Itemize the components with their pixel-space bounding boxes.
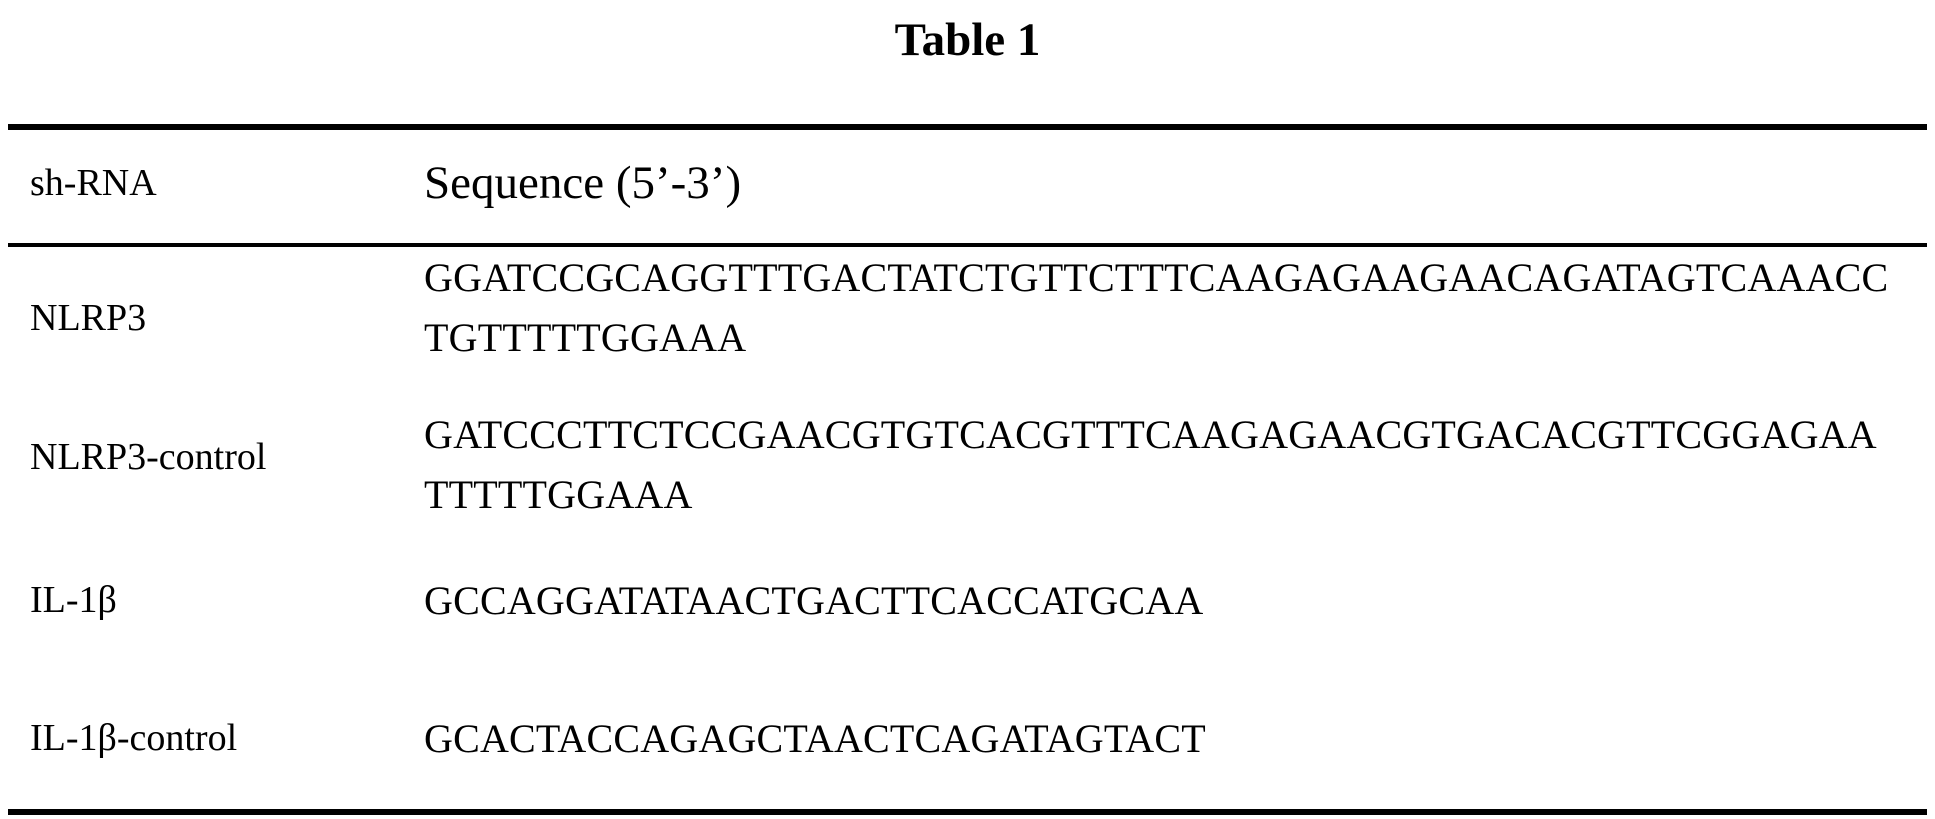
table-title: Table 1 bbox=[894, 14, 1041, 66]
row-nlrp3-control-sequence: GATCCCTTCTCCGAACGTGTCACGTTTCAAGAGAACGTGA… bbox=[424, 412, 1877, 517]
row-il1b-control-name: IL-1β-control bbox=[30, 717, 238, 759]
row-nlrp3-sequence: GGATCCGCAGGTTTGACTATCTGTTCTTTCAAGAGAAGAA… bbox=[424, 255, 1889, 360]
table-top-rule bbox=[8, 124, 1927, 130]
row-nlrp3-name: NLRP3 bbox=[30, 297, 147, 339]
row-nlrp3-control-name: NLRP3-control bbox=[30, 436, 267, 478]
table-bottom-rule bbox=[8, 809, 1927, 815]
header-sequence: Sequence (5’-3’) bbox=[424, 157, 742, 209]
row-il1b-name: IL-1β bbox=[30, 579, 117, 621]
header-shrna: sh-RNA bbox=[30, 162, 157, 204]
row-il1b-control-sequence: GCACTACCAGAGCTAACTCAGATAGTACT bbox=[424, 716, 1206, 761]
table-header-rule bbox=[8, 243, 1927, 247]
row-il1b-sequence: GCCAGGATATAACTGACTTCACCATGCAA bbox=[424, 578, 1204, 623]
